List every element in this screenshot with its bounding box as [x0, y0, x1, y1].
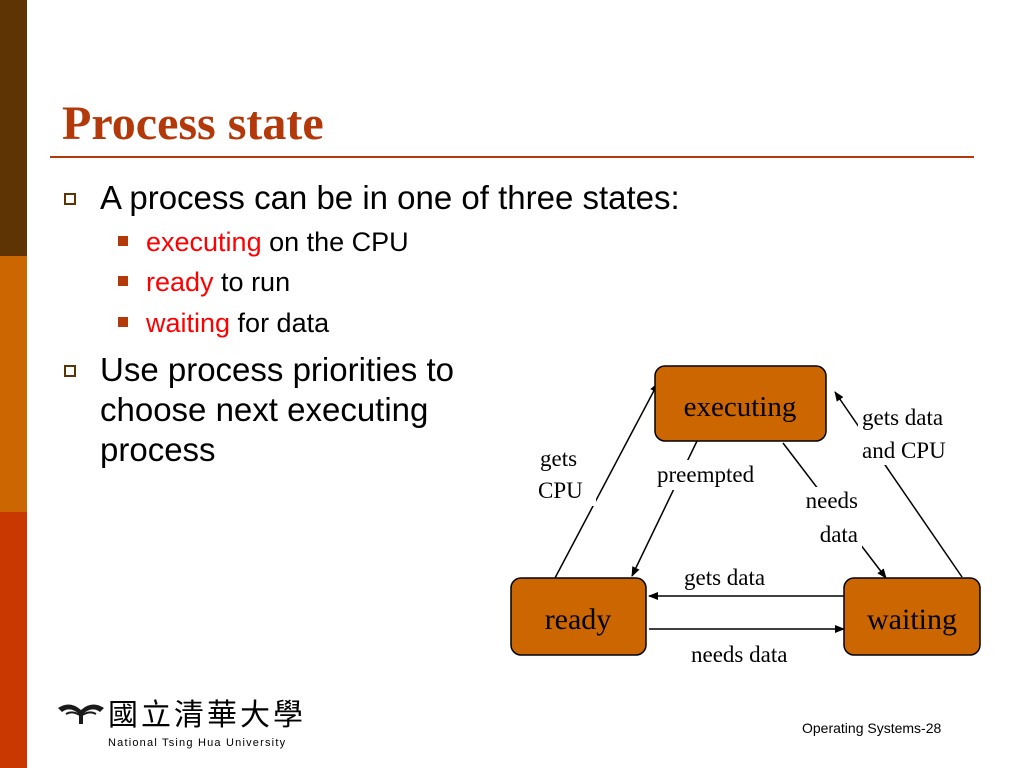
sidebar-strip-middle: [0, 256, 27, 512]
state-desc: for data: [230, 308, 330, 338]
university-name-cjk: 國立清華大學: [108, 698, 306, 733]
hollow-square-bullet-icon: [64, 365, 76, 377]
university-emblem-icon: [58, 704, 104, 724]
label-bg: [790, 487, 862, 549]
sidebar-strip-top: [0, 0, 27, 256]
state-highlight: waiting: [146, 308, 231, 338]
node-label-ready: ready: [545, 603, 612, 636]
bullet-text: Use process priorities to choose next ex…: [100, 351, 454, 468]
label-bg: [536, 446, 596, 506]
edge-label-needs: needs: [806, 488, 858, 513]
title-underline: [50, 156, 974, 158]
state-highlight: executing: [146, 227, 262, 257]
edge-label-gets-data: gets data: [862, 405, 943, 430]
state-desc: to run: [213, 267, 291, 297]
state-node-waiting: [843, 577, 981, 656]
edge-gets-cpu: [554, 382, 659, 579]
square-bullet-icon: [118, 276, 128, 286]
state-highlight: ready: [146, 267, 214, 297]
edge-label-preempted: preempted: [657, 462, 755, 487]
sidebar-strip-bottom: [0, 512, 27, 768]
state-node-ready: [510, 577, 647, 656]
edge-gets-data-and-cpu: [834, 391, 963, 578]
label-bg: [858, 403, 966, 465]
hollow-square-bullet-icon: [64, 193, 76, 205]
label-bg: [655, 460, 779, 490]
square-bullet-icon: [118, 236, 128, 246]
node-label-waiting: waiting: [867, 603, 957, 636]
state-node-executing: [654, 365, 827, 442]
edge-label-gets-data-bottom: gets data: [684, 565, 765, 590]
edge-label-data: data: [820, 522, 858, 547]
edge-label-gets: gets: [540, 446, 577, 471]
edge-label-needs-data-bottom: needs data: [691, 642, 787, 667]
edge-label-and-cpu: and CPU: [862, 438, 946, 463]
university-name-en: National Tsing Hua University: [108, 737, 287, 749]
slide-footer: Operating Systems-28: [802, 720, 942, 736]
node-label-executing: executing: [684, 391, 797, 423]
square-bullet-icon: [118, 317, 128, 327]
edge-label-cpu: CPU: [538, 478, 583, 503]
slide-title: Process state: [62, 97, 324, 150]
state-desc: on the CPU: [261, 227, 409, 257]
